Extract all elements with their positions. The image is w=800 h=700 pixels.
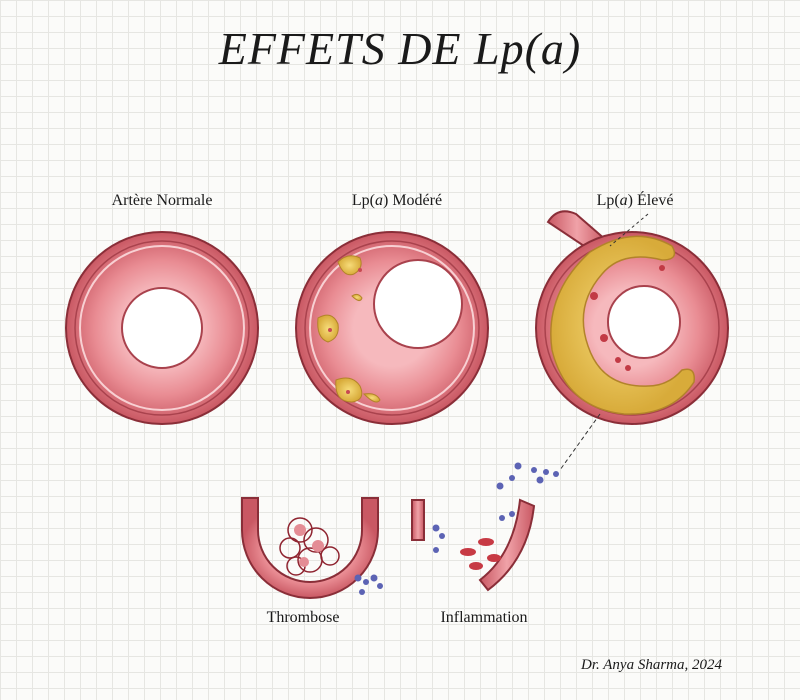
high-lpa-artery [535,210,729,471]
label-high-lpa: Lp(a) Élevé [570,192,700,210]
label-high-italic: a [619,192,628,209]
label-moderate-suffix: ) Modéré [383,192,443,209]
figure-title: EFFETS DE Lp(a) [218,23,582,74]
label-normal-text: Artère Normale [111,192,213,209]
author-credit: Dr. Anya Sharma, 2024 [581,657,722,673]
label-high-prefix: Lp( [596,192,620,209]
label-moderate-italic: a [375,192,383,209]
label-high-suffix: ) Élevé [627,192,674,209]
label-moderate-prefix: Lp( [351,192,375,209]
normal-artery [65,231,259,425]
inflammation-illustration [411,462,559,592]
label-inflammation: Inflammation [440,609,528,626]
label-normal-artery: Artère Normale [92,192,232,210]
label-thrombosis: Thrombose [266,609,340,626]
label-moderate-lpa: Lp(a) Modéré [322,192,472,210]
thrombosis-illustration [241,497,383,599]
moderate-lpa-artery [295,231,489,425]
